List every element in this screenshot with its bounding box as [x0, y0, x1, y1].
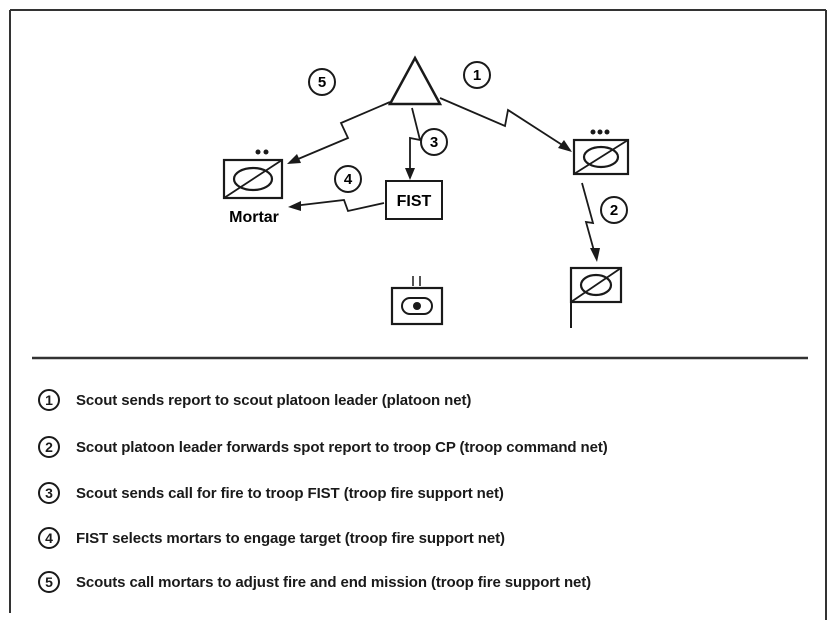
legend-item-3: 3 Scout sends call for fire to troop FIS… — [38, 482, 504, 504]
link-4-zigzag — [292, 199, 385, 213]
legend-number-4: 4 — [38, 527, 60, 549]
legend-number-2: 2 — [38, 436, 60, 458]
arrowhead-3 — [405, 168, 415, 180]
figure-frame: Mortar FIST — [8, 8, 828, 620]
fist-box — [385, 180, 443, 220]
svg-text:4: 4 — [344, 171, 353, 188]
svg-text:3: 3 — [430, 134, 438, 151]
fist-label: FIST — [397, 193, 432, 210]
legend-text-1: Scout sends report to scout platoon lead… — [76, 391, 472, 409]
callout-2: 2 — [600, 196, 628, 224]
scout-platoon-icon — [572, 129, 630, 176]
arrowhead-4 — [288, 201, 301, 211]
legend-number-3: 3 — [38, 482, 60, 504]
legend-text-3: Scout sends call for fire to troop FIST … — [76, 484, 504, 502]
mortar-unit-icon — [222, 149, 284, 200]
svg-text:1: 1 — [473, 67, 481, 84]
communication-diagram: Mortar FIST — [9, 9, 827, 620]
link-1-zigzag — [439, 97, 571, 151]
callout-5: 5 — [308, 68, 336, 96]
troop-cp-flag-icon — [569, 266, 623, 328]
link-2-zigzag — [581, 182, 597, 259]
legend-text-4: FIST selects mortars to engage target (t… — [76, 529, 505, 547]
link-3-zigzag — [409, 107, 422, 176]
legend-text-2: Scout platoon leader forwards spot repor… — [76, 438, 608, 456]
mortar-label: Mortar — [229, 209, 279, 226]
legend-item-2: 2 Scout platoon leader forwards spot rep… — [38, 436, 608, 458]
radio-links — [290, 97, 597, 259]
callout-1: 1 — [463, 61, 491, 89]
legend-text-5: Scouts call mortars to adjust fire and e… — [76, 573, 592, 591]
svg-text:2: 2 — [610, 202, 618, 219]
legend-item-4: 4 FIST selects mortars to engage target … — [38, 527, 505, 549]
legend-item-1: 1 Scout sends report to scout platoon le… — [38, 389, 471, 411]
callout-3: 3 — [420, 128, 448, 156]
legend-number-5: 5 — [38, 571, 60, 593]
arrowheads — [287, 140, 600, 262]
arrowhead-5 — [287, 154, 301, 164]
callout-4: 4 — [334, 165, 362, 193]
legend-number-1: 1 — [38, 389, 60, 411]
arrowhead-2 — [590, 248, 600, 262]
scout-triangle-icon — [387, 55, 443, 106]
arrowhead-1 — [558, 140, 572, 152]
legend-item-5: 5 Scouts call mortars to adjust fire and… — [38, 571, 591, 593]
link-5-zigzag — [290, 101, 391, 163]
svg-text:5: 5 — [318, 74, 326, 91]
support-unit-icon — [390, 276, 444, 326]
